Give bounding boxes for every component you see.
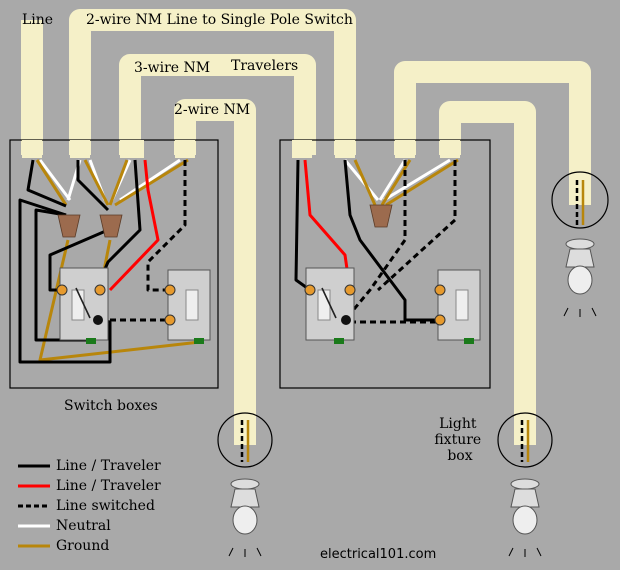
wire-nut: [57, 214, 81, 238]
single-pole-switch-right: [434, 269, 481, 344]
nm-cables: [21, 9, 591, 445]
nm-cable-2wire-to-light: [174, 99, 256, 445]
ground-wire: [83, 159, 110, 206]
nm-cable-right-2wire: [439, 101, 536, 445]
cable-end: [70, 140, 90, 158]
line-switched-wire: [343, 160, 407, 321]
legend-label: Line switched: [56, 498, 155, 514]
three-way-switch-right: [304, 267, 356, 344]
nm-cable-3wire-travelers: [119, 54, 316, 155]
legend-label: Ground: [56, 538, 109, 554]
neutral-wire: [38, 159, 72, 201]
traveler-black: [76, 160, 110, 212]
traveler-red: [108, 159, 160, 292]
single-pole-switch-left: [164, 269, 211, 344]
neutral-wire: [119, 158, 181, 202]
label-2wire-nm: 2-wire NM: [174, 102, 250, 118]
ground-wire: [353, 159, 377, 206]
traveler-black: [343, 159, 440, 322]
three-way-switch-left: [56, 267, 109, 344]
legend-item: Neutral: [18, 518, 111, 534]
traveler-black: [294, 159, 311, 292]
wire-nut: [99, 214, 123, 238]
nm-cable-line-to-switch: [69, 9, 356, 155]
neutral-wire: [343, 159, 380, 201]
ground-wire: [35, 159, 68, 206]
label-fixture: fixture: [434, 432, 481, 448]
cable-end: [440, 140, 460, 158]
nm-cable-right-to-fixture: [394, 61, 591, 205]
right-box-wires: [294, 158, 459, 324]
light-fixture-2: [497, 412, 553, 557]
legend-item: Line / Traveler: [18, 478, 161, 494]
label-2wire-nm-line-to-switch: 2-wire NM Line to Single Pole Switch: [86, 12, 353, 28]
light-fixture-3: [551, 171, 609, 317]
label-box: box: [447, 448, 472, 464]
line-hot-wire: [26, 159, 67, 208]
neutral-wire: [383, 158, 451, 202]
cable-end: [292, 140, 312, 158]
legend-item: Ground: [18, 538, 109, 554]
cable-end: [175, 140, 195, 158]
legend-item: Line / Traveler: [18, 458, 161, 474]
neutral-wire: [378, 159, 407, 201]
line-switched-wire: [376, 160, 457, 292]
switch-box-right: [279, 139, 491, 389]
label-switch-boxes: Switch boxes: [64, 398, 158, 414]
switches: [56, 267, 481, 344]
ground-wire: [38, 239, 201, 362]
line-switched-wire: [146, 160, 187, 292]
cable-ends: [22, 140, 460, 158]
credit-text: electrical101.com: [320, 547, 436, 562]
ground-wire: [380, 159, 412, 206]
label-light-fixture-box: Light fixture box: [434, 416, 485, 464]
wire-nuts: [57, 204, 393, 238]
legend-label: Neutral: [56, 518, 111, 534]
light-fixtures: [217, 171, 609, 557]
switch-box-left: [9, 139, 219, 389]
traveler-black: [48, 228, 109, 292]
label-travelers: Travelers: [231, 58, 298, 74]
light-fixture-1: [217, 412, 273, 557]
legend-label: Line / Traveler: [56, 478, 161, 494]
legend-item: Line switched: [18, 498, 155, 514]
cable-end: [22, 140, 42, 158]
ground-wire: [385, 158, 459, 207]
wire-nut: [369, 204, 393, 228]
cable-end: [120, 140, 144, 158]
cable-end: [395, 140, 415, 158]
label-line: Line: [22, 12, 53, 28]
ground-wire: [108, 159, 129, 206]
label-light: Light: [439, 416, 477, 432]
label-3wire-nm: 3-wire NM: [134, 60, 210, 76]
cable-end: [335, 140, 355, 158]
legend-label: Line / Traveler: [56, 458, 161, 474]
ground-wire: [114, 158, 189, 207]
